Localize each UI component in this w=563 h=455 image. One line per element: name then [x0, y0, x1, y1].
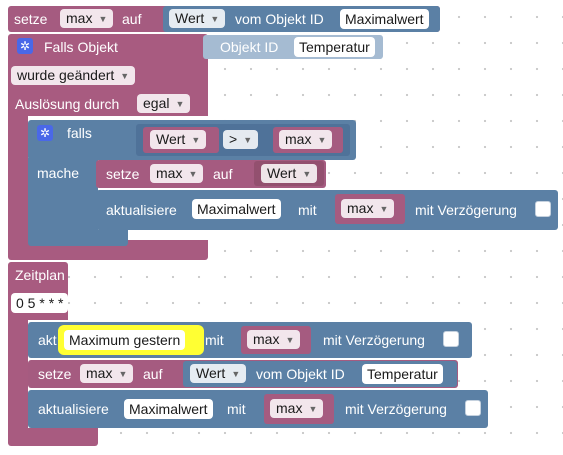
chevron-down-icon: ▼: [210, 14, 220, 24]
chevron-down-icon: ▼: [317, 135, 327, 145]
change-condition-dropdown[interactable]: wurde geändert▼: [11, 66, 136, 85]
delay-label: mit Verzögerung: [345, 401, 447, 417]
chevron-down-icon: ▼: [308, 404, 318, 414]
object-id-field[interactable]: Maximalwert: [340, 9, 429, 29]
chevron-down-icon: ▼: [231, 369, 241, 379]
set-keyword: setze: [14, 11, 48, 27]
chevron-down-icon: ▼: [379, 204, 389, 214]
trigger-title: Falls Objekt: [44, 39, 118, 55]
update-keyword: aktualisiere: [38, 401, 109, 417]
value-type-dropdown[interactable]: Wert▼: [190, 364, 247, 383]
object-id-field[interactable]: Temperatur: [294, 37, 375, 57]
gear-icon[interactable]: ✲: [37, 125, 53, 141]
variable-dropdown[interactable]: max▼: [247, 330, 301, 349]
update-keyword: aktualisiere: [106, 202, 177, 218]
chevron-down-icon: ▼: [188, 169, 198, 179]
schedule-block-left-rail: [8, 318, 28, 438]
update-block-1[interactable]: [96, 190, 558, 230]
chevron-down-icon: ▼: [175, 99, 185, 109]
do-keyword: mache: [37, 165, 80, 181]
object-id-field[interactable]: Temperatur: [362, 364, 443, 384]
chevron-down-icon: ▼: [285, 335, 295, 345]
variable-dropdown[interactable]: max▼: [279, 130, 333, 149]
if-block-bottom: [28, 230, 128, 246]
value-type-dropdown[interactable]: Wert▼: [169, 9, 226, 28]
object-id-field[interactable]: Maximum gestern: [64, 330, 186, 350]
variable-dropdown[interactable]: max▼: [60, 9, 114, 28]
variable-dropdown[interactable]: max▼: [341, 199, 395, 218]
value-type-dropdown[interactable]: Wert▼: [150, 130, 207, 149]
if-block-left-rail: [28, 158, 98, 242]
with-keyword: mit: [298, 202, 317, 218]
set-keyword: setze: [38, 366, 72, 382]
schedule-block-bottom: [8, 428, 98, 446]
trigger-source-dropdown[interactable]: egal▼: [137, 94, 191, 113]
of-object-label: vom Objekt ID: [235, 11, 324, 27]
schedule-title: Zeitplan: [15, 267, 65, 283]
chevron-down-icon: ▼: [118, 369, 128, 379]
chevron-down-icon: ▼: [191, 135, 201, 145]
variable-dropdown[interactable]: max▼: [150, 164, 204, 183]
of-object-label: vom Objekt ID: [256, 366, 345, 382]
trigger-source-label: Auslösung durch: [15, 96, 120, 112]
chevron-down-icon: ▼: [243, 135, 253, 145]
to-keyword: auf: [143, 366, 163, 382]
value-type-dropdown[interactable]: Wert▼: [261, 164, 318, 183]
object-id-field[interactable]: Maximalwert: [124, 399, 213, 419]
with-keyword: mit: [205, 332, 224, 348]
if-keyword: falls: [67, 125, 92, 141]
trigger-block-left-rail: [8, 116, 28, 246]
operator-dropdown[interactable]: >▼: [223, 130, 259, 149]
gear-icon[interactable]: ✲: [17, 38, 33, 54]
variable-dropdown[interactable]: max▼: [80, 364, 134, 383]
set-keyword: setze: [106, 166, 140, 182]
delay-checkbox[interactable]: [443, 331, 459, 347]
update-block-3[interactable]: [28, 390, 488, 428]
delay-checkbox[interactable]: [535, 201, 551, 217]
cron-field[interactable]: 0 5 * * *: [11, 293, 69, 313]
to-keyword: auf: [122, 11, 142, 27]
chevron-down-icon: ▼: [120, 71, 130, 81]
update-keyword: akt: [38, 332, 57, 348]
chevron-down-icon: ▼: [302, 169, 312, 179]
delay-label: mit Verzögerung: [323, 332, 425, 348]
to-keyword: auf: [213, 166, 233, 182]
object-id-field[interactable]: Maximalwert: [192, 199, 281, 219]
chevron-down-icon: ▼: [98, 14, 108, 24]
with-keyword: mit: [227, 401, 246, 417]
variable-dropdown[interactable]: max▼: [270, 399, 324, 418]
object-id-label: Objekt ID: [220, 39, 279, 55]
delay-checkbox[interactable]: [465, 400, 481, 416]
delay-label: mit Verzögerung: [415, 202, 517, 218]
